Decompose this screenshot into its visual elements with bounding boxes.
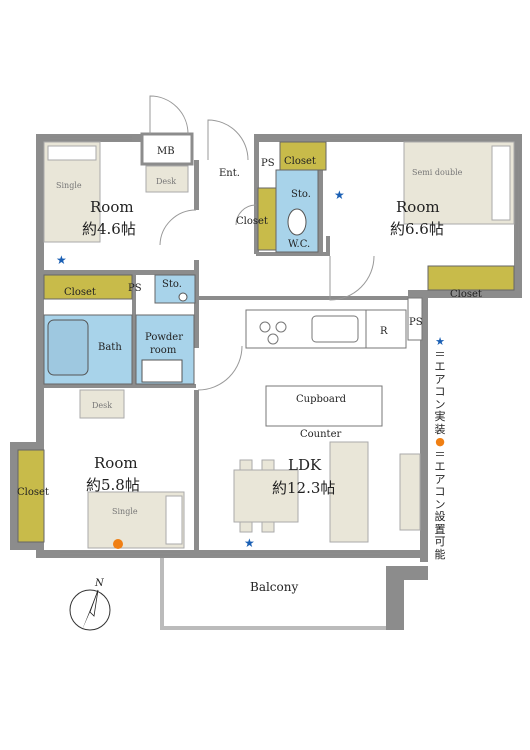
closet-nw-label: Closet <box>64 287 96 298</box>
room-ne-name: Room <box>396 198 440 216</box>
room-nw-name: Room <box>90 198 134 216</box>
ps-label-east: PS <box>409 317 423 328</box>
mb-label: MB <box>157 146 175 157</box>
ac-star-nw: ★ <box>56 253 67 267</box>
sofa <box>329 441 369 543</box>
wc-label: W.C. <box>288 239 310 250</box>
powder-room-label-1: Powder <box>145 332 183 343</box>
closet-sw-label: Closet <box>17 487 49 498</box>
desk-nw-label: Desk <box>156 177 176 186</box>
ac-possible-dot-sw <box>113 539 123 549</box>
ac-star-ldk: ★ <box>244 536 255 550</box>
legend-star-icon: ★ <box>435 335 445 348</box>
r-label: R <box>380 326 388 337</box>
closet-entry-label: Closet <box>236 216 268 227</box>
bed-ne-label: Semi double <box>412 168 463 177</box>
room-sw-size: 約5.8帖 <box>86 476 140 494</box>
desk-sw <box>79 389 125 419</box>
wet-areas <box>43 169 319 385</box>
closet-ne-top <box>279 141 327 171</box>
room-ne-size: 約6.6帖 <box>390 220 444 238</box>
desk-nw <box>145 165 189 193</box>
desk-sw-label: Desk <box>92 401 112 410</box>
sto-powder-label: Sto. <box>162 279 182 290</box>
powder-room-label-2: room <box>150 345 177 356</box>
closet-ne-top-label: Closet <box>284 156 316 167</box>
ent-label: Ent. <box>219 168 240 179</box>
ldk-size: 約12.3帖 <box>272 479 335 497</box>
sto-wc-label: Sto. <box>291 189 311 200</box>
bath-label: Bath <box>98 342 122 353</box>
ps-label-mid: PS <box>128 283 142 294</box>
ps-label-top: PS <box>261 158 275 169</box>
furniture <box>43 141 515 549</box>
north-label: N <box>94 578 105 589</box>
cupboard-label: Cupboard <box>296 394 347 405</box>
closets <box>17 141 515 543</box>
ac-legend: ★ ＝エアコン実装 ● ＝エアコン設置可能 <box>431 335 449 561</box>
compass-icon <box>69 589 111 631</box>
closet-nw <box>43 274 133 300</box>
kitchen <box>245 297 423 427</box>
closet-sw <box>17 449 45 543</box>
windows <box>50 136 521 556</box>
legend-possible-text: ＝エアコン設置可能 <box>434 447 446 561</box>
ldk-name: LDK <box>288 456 322 474</box>
legend-dot-icon: ● <box>435 435 445 448</box>
closet-ne-room-label: Closet <box>450 289 482 300</box>
closet-ne-room <box>427 265 515 291</box>
legend-installed-text: ＝エアコン実装 <box>434 347 446 436</box>
bed-sw-label: Single <box>112 507 138 516</box>
bed-nw-label: Single <box>56 181 82 190</box>
tv-stand <box>399 453 421 531</box>
room-sw-name: Room <box>94 454 138 472</box>
door-swings <box>149 95 375 391</box>
room-nw-size: 約4.6帖 <box>82 220 136 238</box>
counter-label: Counter <box>300 429 341 440</box>
ac-star-ne: ★ <box>334 188 345 202</box>
walls <box>10 132 522 630</box>
balcony-label: Balcony <box>250 580 298 594</box>
